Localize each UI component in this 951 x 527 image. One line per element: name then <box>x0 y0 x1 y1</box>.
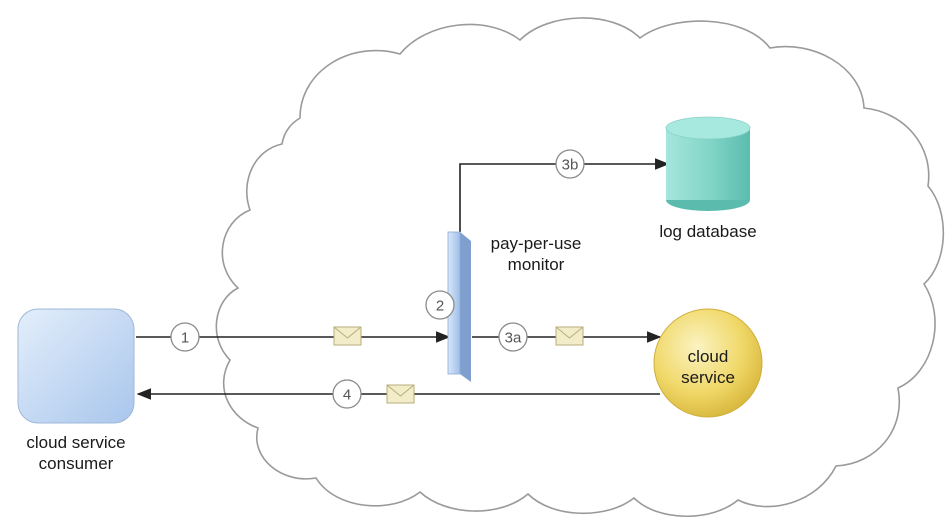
service-label-line1: cloud <box>687 347 729 366</box>
pay-per-use-monitor-side <box>460 232 471 382</box>
step-3a-label: 3a <box>505 330 522 347</box>
step-3b-marker: 3b <box>555 149 585 179</box>
step-3a-marker: 3a <box>498 322 528 352</box>
cloud-service-consumer-label: cloud service consumer <box>6 432 146 474</box>
message-envelope-icon <box>333 326 362 346</box>
step-1-label: 1 <box>181 330 189 347</box>
cloud-service-icon[interactable] <box>653 308 763 418</box>
log-database-icon[interactable] <box>665 116 751 211</box>
arrow-monitor-to-database <box>459 158 670 232</box>
step-4-label: 4 <box>343 387 351 404</box>
message-envelope-icon <box>555 326 584 346</box>
step-2-marker: 2 <box>425 290 455 320</box>
step-1-marker: 1 <box>170 322 200 352</box>
cloud-service-consumer-icon[interactable] <box>17 308 135 424</box>
cloud-service-label: cloud service <box>660 346 756 388</box>
consumer-label-line1: cloud service <box>26 433 126 452</box>
log-database-label: log database <box>659 222 757 241</box>
service-label-line2: service <box>681 368 735 387</box>
step-3b-label: 3b <box>562 157 579 174</box>
monitor-label-line1: pay-per-use <box>490 234 582 253</box>
step-4-marker: 4 <box>332 379 362 409</box>
pay-per-use-monitor-label: pay-per-use monitor <box>476 233 596 275</box>
consumer-label-line2: consumer <box>38 454 114 473</box>
message-envelope-icon <box>386 384 415 404</box>
monitor-label-line2: monitor <box>507 255 565 274</box>
step-2-label: 2 <box>436 298 444 315</box>
